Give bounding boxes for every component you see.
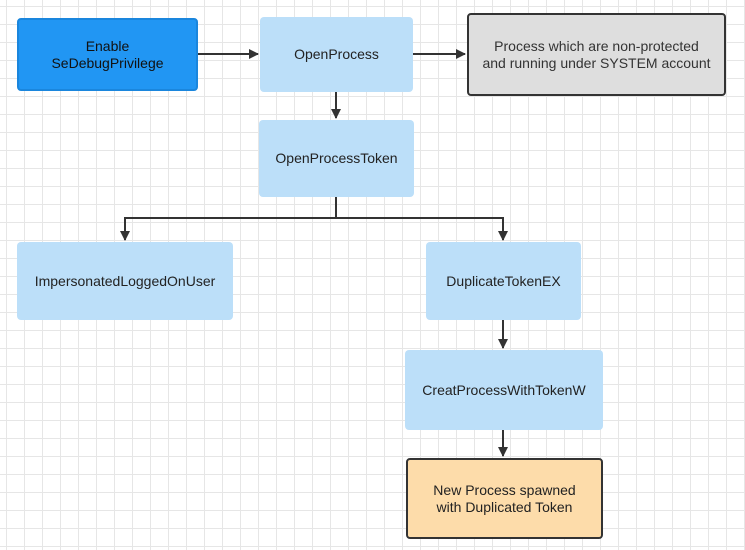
new-process-node[interactable]: New Process spawned with Duplicated Toke… [406, 458, 603, 539]
openprocesstoken-node[interactable]: OpenProcessToken [259, 120, 414, 197]
edge-token-to-duplicate [336, 217, 508, 241]
impersonatedloggedonuser-node[interactable]: ImpersonatedLoggedOnUser [17, 242, 233, 320]
duplicatetokenex-node[interactable]: DuplicateTokenEX [426, 242, 581, 320]
edge-token-to-impersonate [120, 197, 337, 241]
creatprocesswithtokenw-node[interactable]: CreatProcessWithTokenW [405, 350, 603, 430]
openprocess-node[interactable]: OpenProcess [260, 17, 413, 92]
enable-sedebugprivilege-node[interactable]: Enable SeDebugPrivilege [17, 18, 198, 91]
target-process-node[interactable]: Process which are non-protected and runn… [467, 13, 726, 96]
